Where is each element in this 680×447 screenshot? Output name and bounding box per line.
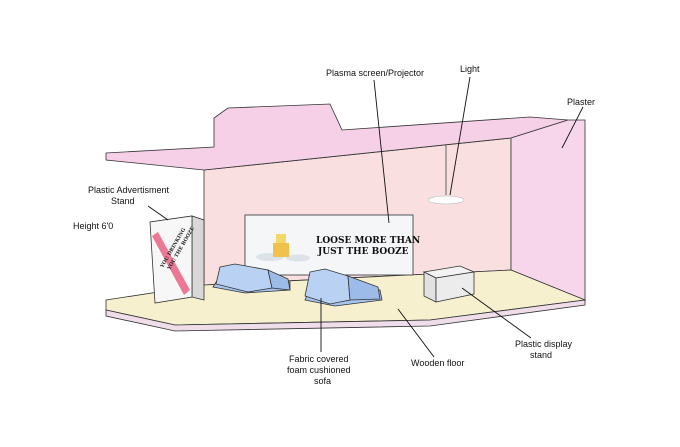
floor-leader <box>397 308 435 358</box>
stand-leader <box>147 205 169 221</box>
sofa-label-line2: foam cushioned <box>287 365 351 375</box>
display-label-line1: Plastic display <box>515 339 573 349</box>
stand-label-line1: Plastic Advertisment <box>88 185 170 195</box>
plaster-label: Plaster <box>567 97 595 107</box>
sofa-left <box>212 263 291 294</box>
screen-text-line1: LOOSE MORE THAN <box>316 236 420 246</box>
light-label: Light <box>460 64 480 74</box>
sofa-label-line1: Fabric covered <box>289 354 349 364</box>
plaster-wall <box>510 119 586 301</box>
screen-figure <box>256 234 310 262</box>
floor-label: Wooden floor <box>411 358 464 368</box>
advertisement-stand: YOU DRINKING YOU THE BOOZE <box>149 215 205 304</box>
sofa-right <box>304 268 383 307</box>
plasma-label: Plasma screen/Projector <box>326 68 424 78</box>
display-label-line2: stand <box>530 350 552 360</box>
ceiling <box>105 103 569 171</box>
stand-label-line2: Stand <box>111 196 135 206</box>
floor-front-edge <box>105 299 586 332</box>
display-leader <box>461 287 532 339</box>
light-leader <box>449 76 471 196</box>
sofa-label-line3: sofa <box>314 376 331 386</box>
display-stand <box>422 265 476 303</box>
height-label: Height 6'0 <box>73 221 113 231</box>
screen-text-line2: JUST THE BOOZE <box>317 247 409 257</box>
plasma-leader <box>373 79 390 224</box>
light-icon <box>427 195 465 205</box>
plaster-leader <box>561 106 584 149</box>
